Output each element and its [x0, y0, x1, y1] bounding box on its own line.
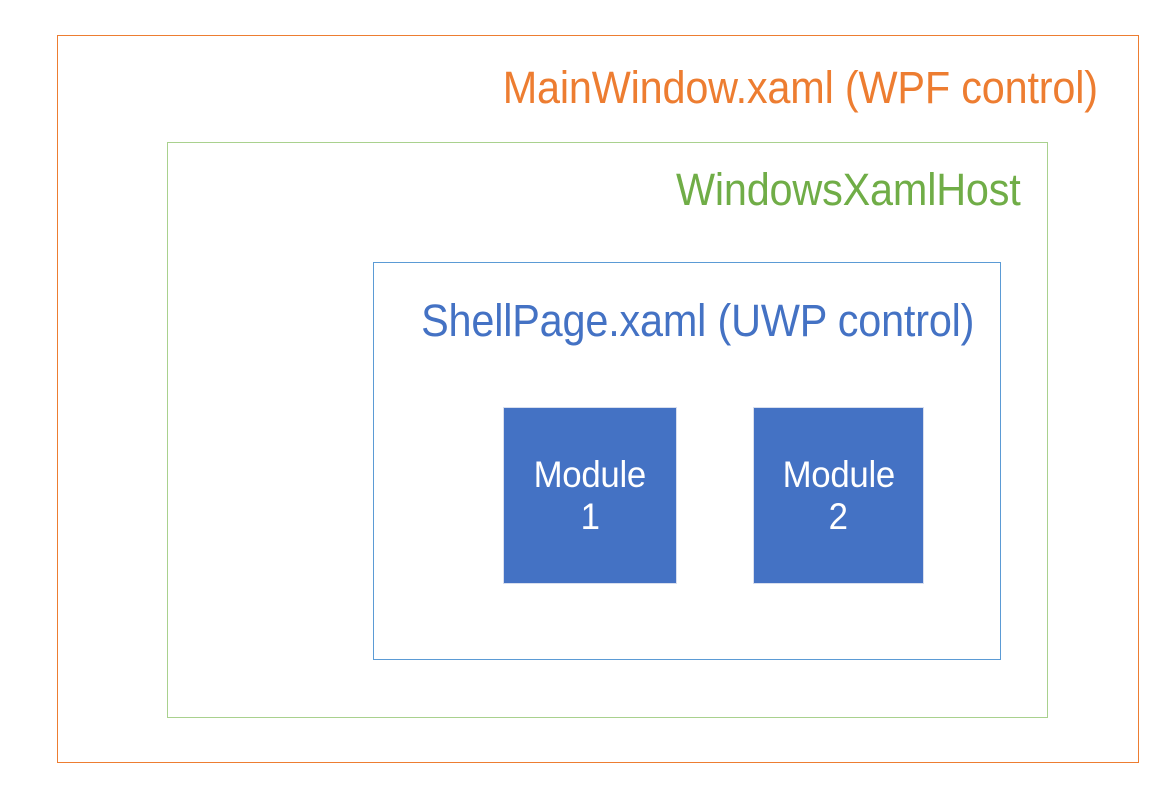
layer-shellpage-uwp: ShellPage.xaml (UWP control) Module 1 Mo…: [373, 262, 1001, 660]
module-2-line-1: Module: [782, 454, 895, 496]
module-2-line-2: 2: [828, 495, 849, 537]
module-1-line-2: 1: [580, 495, 600, 537]
modules-row: Module 1 Module 2: [503, 407, 924, 584]
layer-label-shellpage-uwp: ShellPage.xaml (UWP control): [420, 295, 974, 346]
module-box-1[interactable]: Module 1: [503, 407, 677, 584]
module-1-line-1: Module: [533, 454, 647, 496]
layer-mainwindow-wpf: MainWindow.xaml (WPF control) WindowsXam…: [57, 35, 1139, 763]
layer-label-mainwindow-wpf: MainWindow.xaml (WPF control): [502, 62, 1098, 113]
layer-label-windowsxamlhost: WindowsXamlHost: [676, 164, 1021, 215]
module-box-2[interactable]: Module 2: [753, 407, 924, 584]
layer-windowsxamlhost: WindowsXamlHost ShellPage.xaml (UWP cont…: [167, 142, 1048, 718]
